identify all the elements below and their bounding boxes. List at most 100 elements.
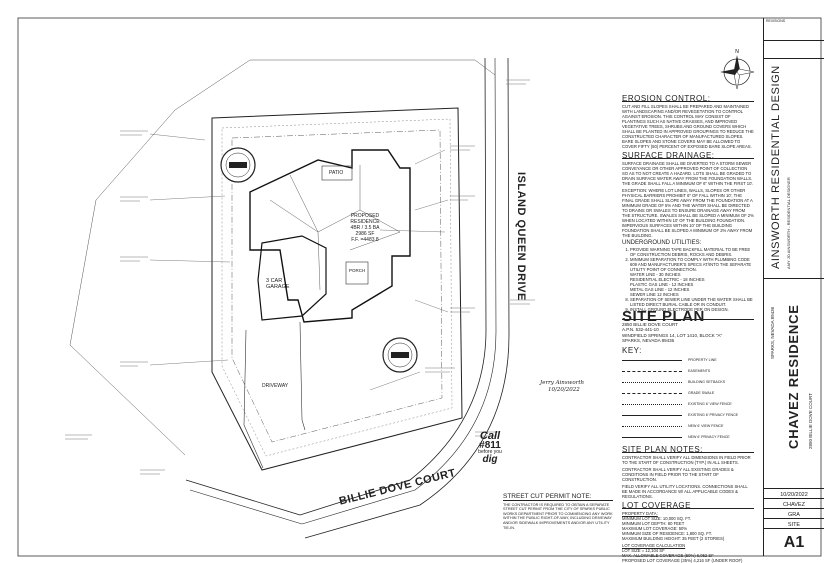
house-label-4: 2986 SF <box>355 231 375 237</box>
drainage-text-2: EXCEPTION: WHERE LOT LINES, WALLS, SLOPE… <box>622 188 754 238</box>
grade-swale-swatch <box>622 392 682 394</box>
erosion-title: EROSION CONTROL: <box>622 95 754 103</box>
legend-label: EXISTING 6' VIEW FENCE <box>688 401 732 406</box>
garage-label-1: 3 CAR <box>266 278 283 284</box>
erosion-text: CUT AND FILL SLOPES SHALL BE PREPARED AN… <box>622 104 754 149</box>
property-line-swatch <box>622 359 682 361</box>
neighbor-lines <box>174 59 496 111</box>
lot-calc-line: MAX. ALLOWABLE COVERAGE (50%) 6,052 SF <box>622 552 714 558</box>
legend: PROPERTY LINE EASEMENTS BUILDING SETBACK… <box>622 355 754 443</box>
lot-calc-line: PROPOSED LOT COVERAGE (35%) 4,216 SF (UN… <box>622 557 743 563</box>
address-line: WINDFIELD SPRINGS 14, LOT 1410, BLOCK "A… <box>622 332 723 338</box>
lot-coverage-sub: PROPERTY DATA: <box>622 510 658 516</box>
svg-text:N: N <box>735 49 739 55</box>
utilities-item: SEWER LINE 12 INCHES <box>630 292 679 297</box>
site-plan-note: FIELD VERIFY ALL UTILITY LOCATIONS. CONN… <box>622 483 748 499</box>
patio-label: PATIO <box>329 170 344 176</box>
firm-cell: AINSWORTH RESIDENTIAL DESIGN AMY JO AINS… <box>764 58 824 279</box>
roof-lines <box>269 165 401 291</box>
street-label-island-queen: ISLAND QUEEN DRIVE <box>515 172 527 301</box>
porch-label: PORCH <box>349 268 366 273</box>
utilities-item: PLASTIC GAS LINE - 12 INCHES <box>630 282 694 287</box>
lot-coverage-line: MINIMUM LOT DEPTH: 80 FEET <box>622 520 685 526</box>
legend-row: BUILDING SETBACKS <box>622 377 754 388</box>
garage-outline <box>257 235 327 321</box>
porch <box>345 261 369 285</box>
house-label-2: RESIDENCE <box>350 219 380 225</box>
garage-label: 3 CAR GARAGE <box>266 278 290 290</box>
call-811-line1: Call <box>479 430 501 442</box>
project-cell: CHAVEZ RESIDENCE 2850 BILLIE DOVE COURT … <box>764 278 824 479</box>
lot-coverage-line: MAXIMUM LOT COVERAGE: 50% <box>622 525 688 531</box>
view-fence-swatch <box>622 403 682 405</box>
drawn-row: GRA <box>764 508 824 519</box>
designer-signature: Jerry Ainsworth 10/20/2022 <box>540 380 584 394</box>
lot-coverage-title: LOT COVERAGE <box>622 501 754 509</box>
revisions-label: REVISIONS <box>766 19 786 23</box>
legend-row: EXISTING 6' PRIVACY FENCE <box>622 410 754 421</box>
signature-name: Jerry Ainsworth <box>540 380 585 386</box>
signature-date: 10/20/2022 <box>548 387 580 393</box>
drainage-text: SURFACE DRAINAGE SHALL BE DIVERTED TO A … <box>622 161 754 186</box>
house-label: PROPOSED RESIDENCE 4BR / 3.5 BA 2986 SF … <box>345 213 385 243</box>
revisions-area <box>764 40 824 41</box>
utilities-list: PROVIDE WARNING TAPE BACKFILL MATERIAL T… <box>622 247 754 312</box>
designer-stamp <box>220 147 256 183</box>
utilities-item: SEPARATION OF SEWER LINE UNDER THE WATER… <box>630 297 754 307</box>
address-line: SPARKS, NEVADA 89436 <box>622 338 675 344</box>
lot-calc-line: LOT SIZE = 12,104 SF <box>622 547 665 553</box>
client-value: CHAVEZ <box>783 502 805 508</box>
driveway-edge <box>243 329 264 469</box>
lot-calc-title: LOT COVERAGE CALCULATION <box>622 542 686 548</box>
client-row: CHAVEZ <box>764 498 824 509</box>
new-privacy-fence-swatch <box>622 436 682 438</box>
legend-label: GRADE SWALE <box>688 390 715 395</box>
house-label-5: F.F. =4483.8 <box>351 237 379 243</box>
easement-line <box>221 118 453 457</box>
street-cut-note: STREET CUT PERMIT NOTE: THE CONTRACTOR I… <box>503 493 613 530</box>
project-address: 2850 BILLIE DOVE COURT <box>808 393 813 449</box>
call-811-line4: dig <box>482 454 498 465</box>
engineer-stamp <box>382 337 418 373</box>
driveway-label: DRIVEWAY <box>262 383 289 389</box>
utilities-item: WATER LINE - 30 INCHES <box>630 272 681 277</box>
sheet-name-value: SITE <box>787 522 801 528</box>
utilities-item: PROVIDE WARNING TAPE BACKFILL MATERIAL T… <box>630 247 754 257</box>
sheet-border <box>17 17 822 557</box>
address-line: A.P.N. 532-441-10 <box>622 327 659 333</box>
call-811-logo: Call #811 before you dig <box>468 430 512 465</box>
utilities-title: UNDERGROUND UTILITIES: <box>622 240 702 246</box>
property-line <box>211 107 463 471</box>
house-label-1: PROPOSED <box>350 213 380 219</box>
legend-label: EASEMENTS <box>688 368 711 373</box>
sheet-name-row: SITE <box>764 518 824 529</box>
drainage-title: SURFACE DRAINAGE: <box>622 152 754 160</box>
drawn-value: GRA <box>788 512 800 518</box>
house-label-3: 4BR / 3.5 BA <box>350 225 380 231</box>
key-title: KEY: <box>622 345 642 355</box>
site-plan-note: CONTRACTOR SHALL VERIFY ALL EXISTING GRA… <box>622 466 734 482</box>
address-line: 2850 BILLIE DOVE COURT <box>622 322 678 327</box>
patio <box>321 165 353 181</box>
legend-label: EXISTING 6' PRIVACY FENCE <box>688 412 739 417</box>
site-plan-notes-title: SITE PLAN NOTES: <box>622 445 754 453</box>
building-setback <box>231 129 443 443</box>
firm-subtitle: AMY JO AINSWORTH - RESIDENTIAL DESIGNER <box>786 177 791 269</box>
stamp-1-text: AMY JO AINSWORTH <box>228 160 248 162</box>
utilities-item: MINIMUM SEPARATION TO COMPLY WITH PLUMBI… <box>630 257 754 272</box>
legend-row: EXISTING 6' VIEW FENCE <box>622 399 754 410</box>
lot-coverage-line: MINIMUM SIZE OF RESIDENCE: 1,800 SQ. FT. <box>622 530 713 536</box>
utilities-item: INSTALL GROUND ELECTRODE PER ON DESIGN. <box>630 307 754 312</box>
legend-row: PROPERTY LINE <box>622 355 754 366</box>
privacy-fence-swatch <box>622 414 682 416</box>
utilities-item: METAL GAS LINE - 12 INCHES <box>630 287 690 292</box>
date-value: 10/20/2022 <box>780 492 808 498</box>
setback-swatch <box>622 381 682 383</box>
street-cut-title: STREET CUT PERMIT NOTE: <box>503 493 613 501</box>
legend-row: GRADE SWALE <box>622 388 754 399</box>
north-arrow: N <box>720 49 755 90</box>
stamp-2-text: ROBERT ANCHOR <box>390 350 410 352</box>
new-view-fence-swatch <box>622 425 682 427</box>
